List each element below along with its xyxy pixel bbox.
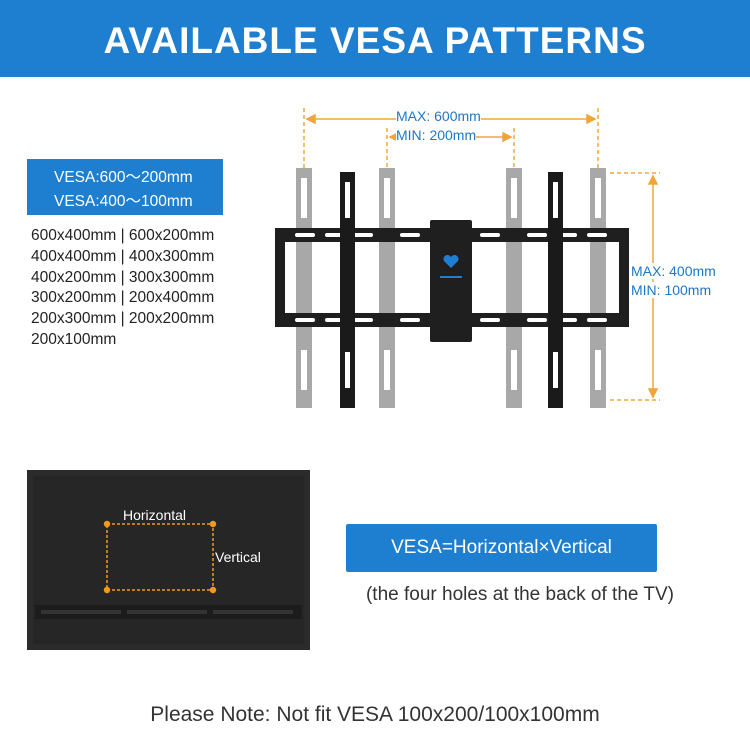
vesa-formula-banner: VESA=Horizontal×Vertical — [346, 524, 657, 572]
tv-back: Horizontal Vertical — [27, 470, 310, 650]
pattern-row: 400x200mm | 300x300mm — [31, 268, 215, 286]
pattern-list: 600x400mm | 600x200mm 400x400mm | 400x30… — [31, 226, 214, 351]
pattern-row: 600x400mm | 600x200mm — [31, 227, 215, 244]
black-brackets — [340, 172, 563, 408]
formula-subtitle: (the four holes at the back of the TV) — [365, 584, 675, 605]
horizontal-label: Horizontal — [123, 507, 187, 523]
compatibility-note: Please Note: Not fit VESA 100x200/100x10… — [150, 703, 600, 726]
pattern-row: 200x100mm — [31, 330, 117, 348]
pattern-row: 400x400mm | 400x300mm — [31, 247, 215, 265]
pattern-row: 200x300mm | 200x200mm — [31, 310, 215, 328]
mount-diagram-svg — [275, 108, 660, 408]
min-height-label: MIN: 100mm — [631, 282, 712, 298]
black-bracket-slots — [345, 182, 558, 388]
title-banner — [0, 0, 750, 77]
page-title: AVAILABLE VESA PATTERNS — [103, 20, 647, 61]
mount-diagram: MAX: 600mm MIN: 200mm MAX: 400mm MIN: 10… — [265, 100, 750, 420]
max-width-label: MAX: 600mm — [396, 108, 481, 124]
wall-plate — [275, 220, 629, 342]
vesa-range-max: VESA:600～200mm — [54, 169, 193, 186]
pattern-row: 300x200mm | 200x400mm — [31, 289, 215, 307]
vesa-holes — [103, 520, 217, 594]
tv-back-svg — [27, 470, 310, 650]
min-width-label: MIN: 200mm — [396, 127, 477, 143]
vesa-range-box: VESA:600～200mm VESA:400～100mm — [27, 159, 223, 215]
max-height-label: MAX: 400mm — [631, 263, 716, 279]
brand-logo-icon — [440, 254, 462, 278]
vertical-label: Vertical — [215, 549, 261, 565]
vesa-range-min: VESA:400～100mm — [54, 193, 193, 210]
grey-bracket-slots — [301, 178, 601, 390]
dimension-guides — [303, 108, 660, 401]
tv-vent-slots — [41, 610, 293, 614]
vesa-hole-outline — [106, 523, 214, 591]
